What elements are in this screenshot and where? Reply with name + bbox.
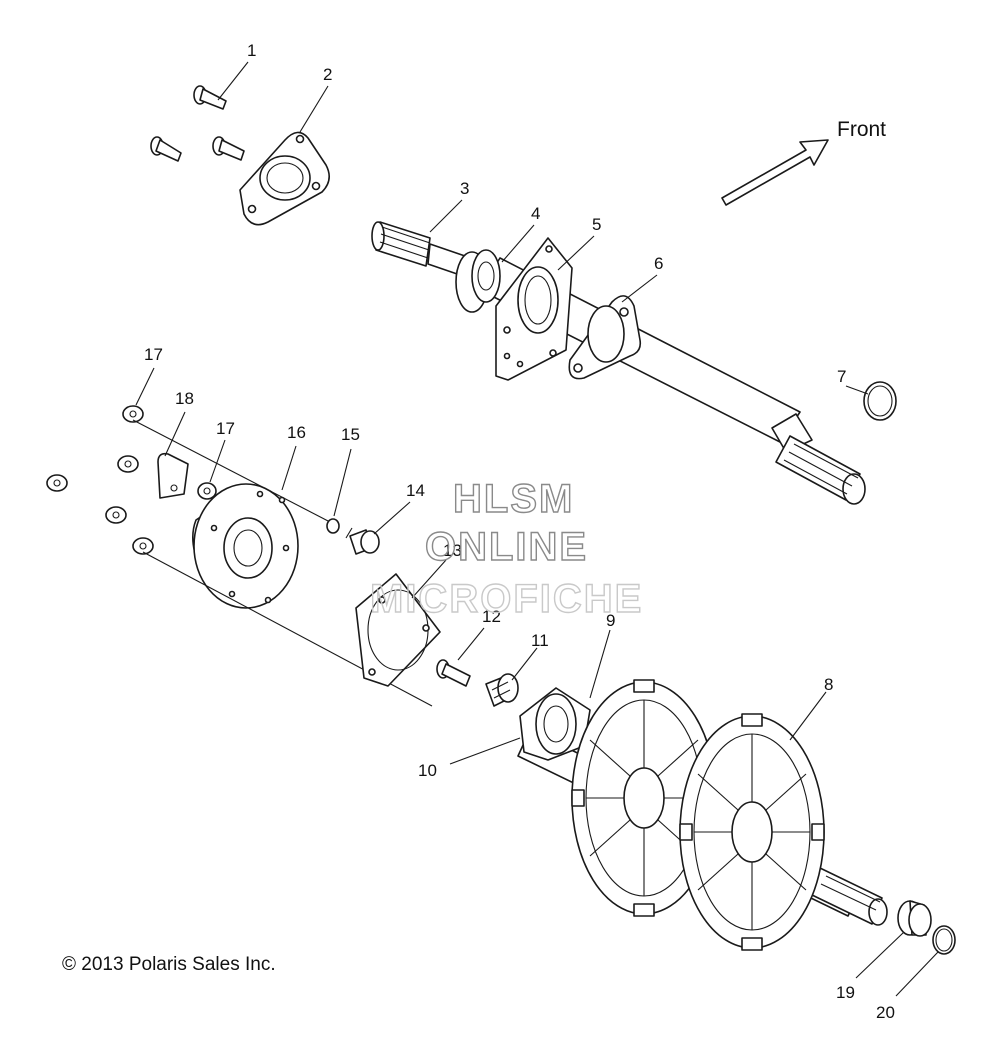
callout-13: 13 [443, 541, 462, 560]
retainer-plate-6 [568, 295, 642, 380]
callout-2: 2 [323, 65, 332, 84]
front-direction-label: Front [837, 118, 886, 141]
callout-18: 18 [175, 389, 194, 408]
pinion-gear-11 [485, 673, 519, 707]
callout-17-lower: 17 [216, 419, 235, 438]
nut-mid [117, 455, 139, 473]
nut-group [46, 405, 217, 555]
bearing-4 [455, 249, 501, 313]
callout-9: 9 [606, 611, 615, 630]
upper-drive-shaft-3 [371, 221, 866, 505]
watermark-line-2: ONLINE [425, 525, 588, 569]
bearing-flange-5 [495, 237, 573, 381]
o-ring-7 [863, 381, 897, 421]
pin-14 [349, 529, 380, 555]
watermark-line-3: MICROFICHE [370, 577, 643, 621]
snap-ring-20 [932, 925, 956, 955]
bearing-flange-10 [519, 687, 591, 761]
callout-20: 20 [876, 1003, 895, 1022]
flange-plate-2 [239, 131, 330, 226]
nut-17-upper [122, 405, 144, 423]
callout-11: 11 [531, 631, 549, 650]
callout-labels: 1 2 3 4 5 6 7 8 9 10 11 12 13 14 15 16 1… [144, 41, 895, 1022]
rivet-group [150, 85, 245, 162]
callout-4: 4 [531, 204, 540, 223]
hub-16 [192, 483, 299, 609]
callout-14: 14 [406, 481, 425, 500]
callout-17-upper: 17 [144, 345, 163, 364]
drive-sprocket-8 [679, 713, 825, 951]
callout-16: 16 [287, 423, 306, 442]
rivet-1 [193, 85, 227, 110]
callout-8: 8 [824, 675, 833, 694]
callout-7: 7 [837, 367, 846, 386]
rivet-3 [212, 136, 245, 161]
callout-6: 6 [654, 254, 663, 273]
front-direction-arrow [721, 139, 829, 206]
callout-3: 3 [460, 179, 469, 198]
bolt-12 [436, 659, 471, 687]
watermark: HLSM ONLINE MICROFICHE [369, 476, 643, 621]
watermark-line-1: HLSM [453, 477, 574, 521]
washer-15 [326, 518, 340, 534]
callout-15: 15 [341, 425, 360, 444]
nut-lower-1 [105, 506, 127, 524]
drive-sprocket-9 [571, 679, 717, 917]
leader-lines [135, 61, 939, 997]
callout-10: 10 [418, 761, 437, 780]
clip-bracket-18 [157, 452, 189, 499]
copyright-notice: © 2013 Polaris Sales Inc. [62, 954, 276, 975]
nut-left [46, 474, 68, 492]
callout-19: 19 [836, 983, 855, 1002]
rivet-2 [150, 136, 182, 162]
callout-5: 5 [592, 215, 601, 234]
callout-12: 12 [482, 607, 501, 626]
callout-1: 1 [247, 41, 256, 60]
nut-lower-2 [132, 537, 154, 555]
nut-17-washer [197, 482, 217, 500]
bearing-race-19 [897, 900, 932, 937]
gasket-plate-13 [355, 573, 441, 687]
